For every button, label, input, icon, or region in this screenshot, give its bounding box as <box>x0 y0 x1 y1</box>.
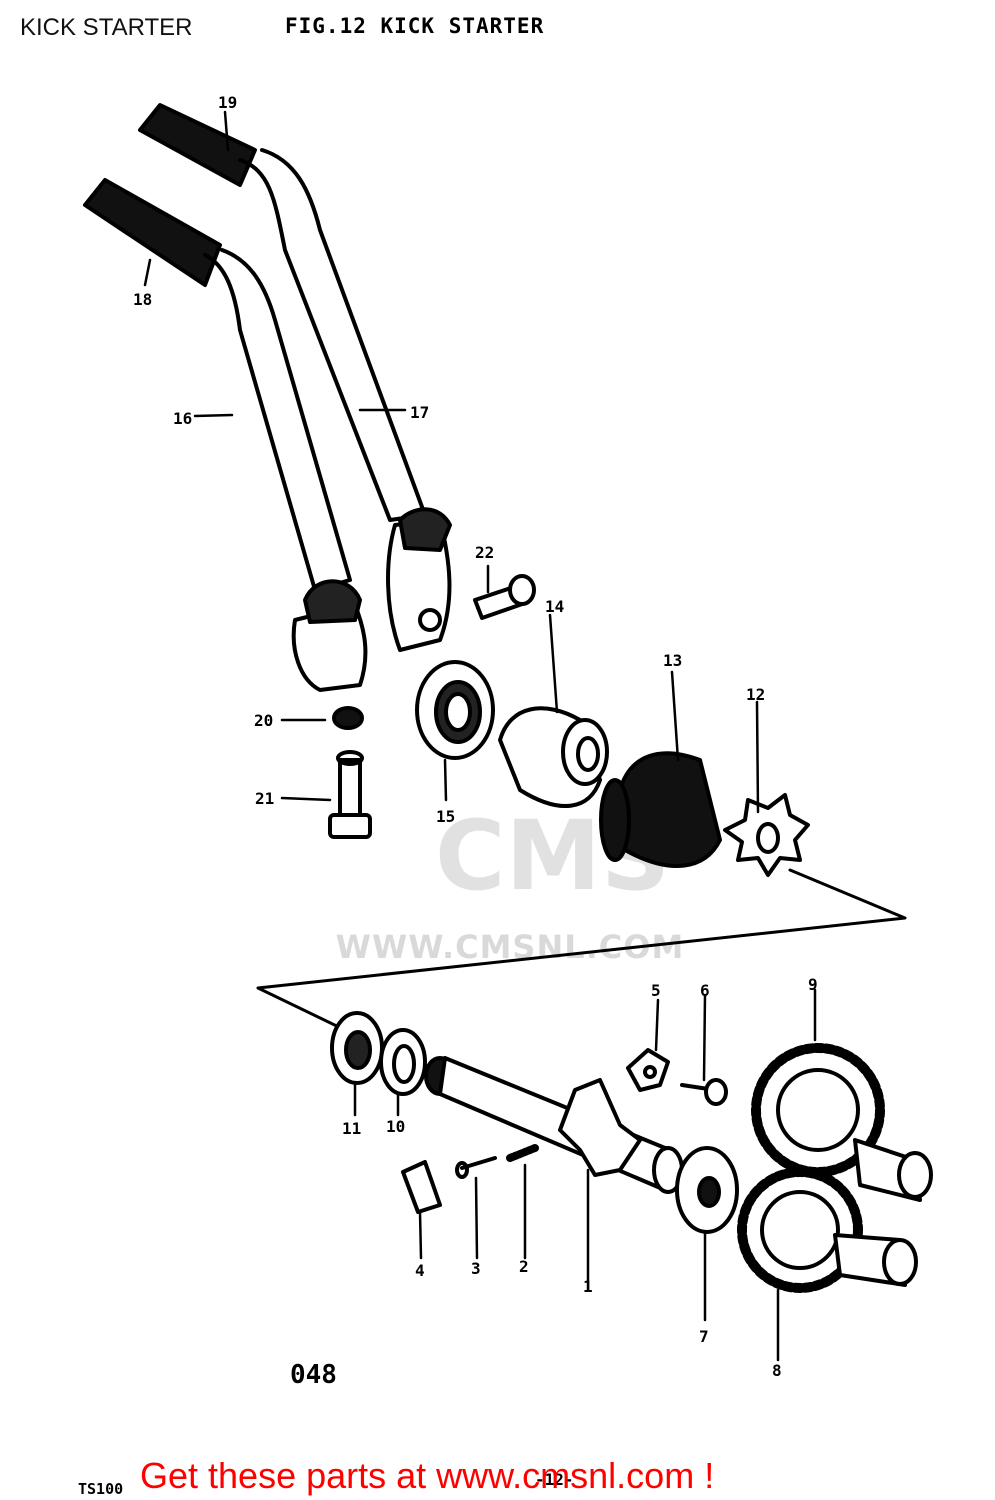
callout-14: 14 <box>545 597 564 616</box>
callout-4: 4 <box>415 1261 425 1280</box>
callout-11: 11 <box>342 1119 361 1138</box>
nut-20 <box>332 706 364 730</box>
callout-13: 13 <box>663 651 682 670</box>
callout-2: 2 <box>519 1257 529 1276</box>
callout-19: 19 <box>218 93 237 112</box>
kick-gear-8 <box>737 1167 918 1293</box>
callout-21: 21 <box>255 789 274 808</box>
page-title: KICK STARTER <box>20 14 193 41</box>
callout-15: 15 <box>436 807 455 826</box>
callout-5: 5 <box>651 981 661 1000</box>
screw-6 <box>680 1078 728 1106</box>
spring-13 <box>599 751 722 868</box>
figure-code: 048 <box>290 1360 337 1390</box>
bolt-21 <box>328 750 372 839</box>
callout-17: 17 <box>410 403 429 422</box>
callout-7: 7 <box>699 1327 709 1346</box>
callout-3: 3 <box>471 1259 481 1278</box>
callout-9: 9 <box>808 975 818 994</box>
callout-16: 16 <box>173 409 192 428</box>
stopper-4 <box>401 1160 442 1214</box>
callout-20: 20 <box>254 711 273 730</box>
washer-11 <box>330 1011 384 1085</box>
callout-10: 10 <box>386 1117 405 1136</box>
kick-shaft-1 <box>424 1056 684 1194</box>
callout-8: 8 <box>772 1361 782 1380</box>
bolt-22 <box>473 574 536 620</box>
page-number: -12- <box>535 1470 574 1489</box>
oil-seal-15 <box>415 660 495 760</box>
callout-22: 22 <box>475 543 494 562</box>
spring-2 <box>506 1144 539 1162</box>
callout-18: 18 <box>133 290 152 309</box>
guide-5 <box>626 1048 670 1092</box>
washer-7 <box>675 1146 739 1234</box>
model-label: TS100 <box>78 1480 124 1498</box>
figure-heading: FIG.12 KICK STARTER <box>285 14 545 38</box>
kick-lever-lower <box>83 178 368 692</box>
callout-6: 6 <box>700 981 710 1000</box>
pin-3 <box>455 1156 497 1179</box>
promo-link[interactable]: Get these parts at www.cmsnl.com ! <box>140 1455 715 1496</box>
washer-10 <box>379 1028 427 1096</box>
guide-14 <box>498 706 609 808</box>
callout-12: 12 <box>746 685 765 704</box>
retainer-12 <box>723 793 810 877</box>
kick-lever-upper <box>138 103 452 652</box>
callout-1: 1 <box>583 1277 593 1296</box>
